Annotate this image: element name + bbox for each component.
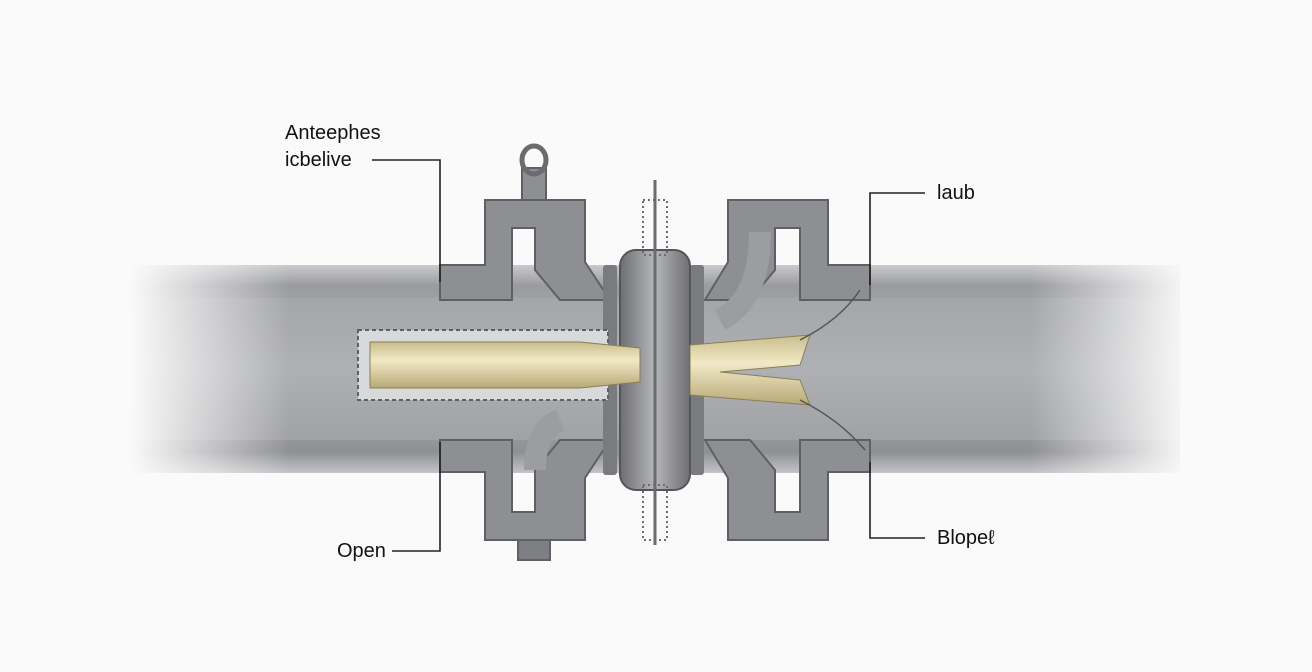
left-valve-body <box>439 143 612 561</box>
label-bottom-left: Open <box>337 540 386 562</box>
leader-lines <box>372 159 925 552</box>
label-top-left-line1: Anteephes <box>285 122 381 144</box>
label-top-left-line2: icbelive <box>285 149 352 171</box>
stem-rod <box>357 289 866 451</box>
label-bottom-right: Blopeℓ <box>937 527 995 549</box>
right-valve-body <box>524 199 871 541</box>
label-top-right: laub <box>937 182 975 204</box>
